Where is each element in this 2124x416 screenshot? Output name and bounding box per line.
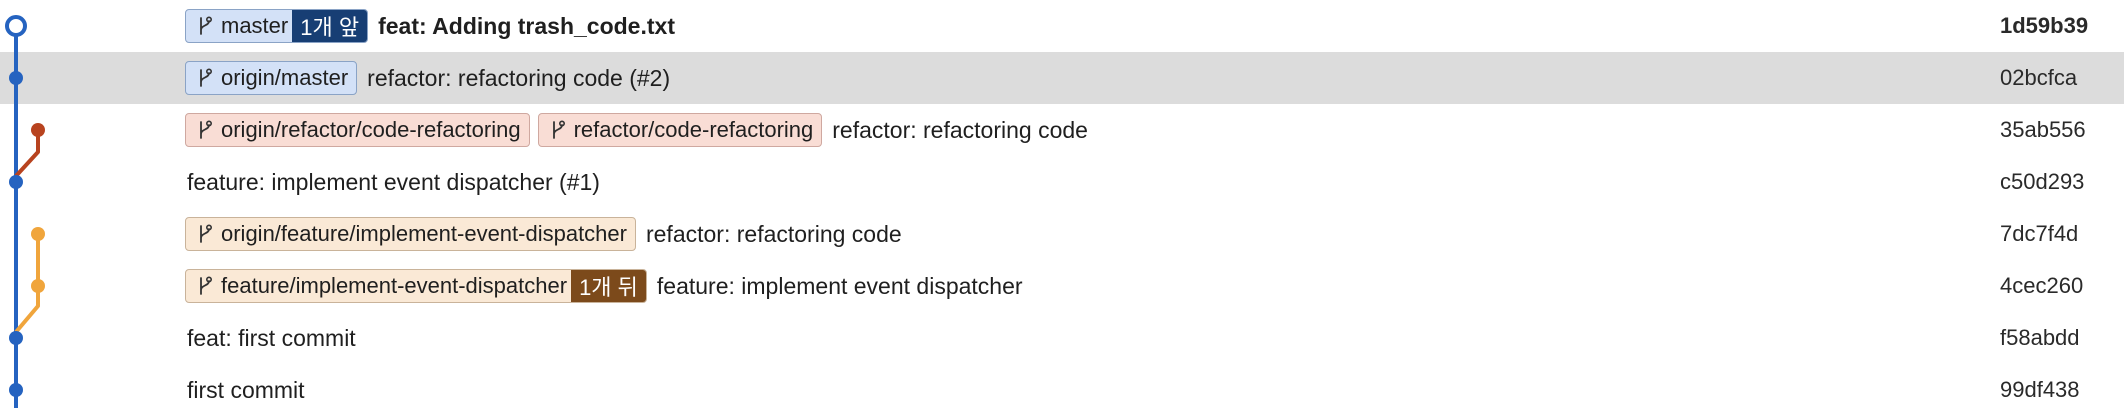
git-branch-icon xyxy=(196,223,214,245)
commit-row[interactable]: origin/feature/implement-event-dispatche… xyxy=(0,208,2124,260)
commit-row-content: origin/master refactor: refactoring code … xyxy=(185,52,670,104)
commit-hash: 02bcfca xyxy=(2000,65,2078,90)
commit-message: feature: implement event dispatcher (#1) xyxy=(187,168,600,195)
git-branch-icon xyxy=(196,15,214,37)
commit-hash: f58abdd xyxy=(2000,325,2080,350)
git-branch-icon xyxy=(196,119,214,141)
commit-hash: 4cec260 xyxy=(2000,273,2084,298)
commit-message: feat: first commit xyxy=(187,324,356,351)
branch-ref[interactable]: origin/master xyxy=(185,61,358,95)
branch-ref-name: master xyxy=(221,13,289,38)
branch-ref-name: feature/implement-event-dispatcher xyxy=(221,273,568,298)
commit-row-content: feature: implement event dispatcher (#1) xyxy=(185,156,600,208)
commit-hash: c50d293 xyxy=(2000,169,2085,194)
commit-row-content: origin/refactor/code-refactoring refactor… xyxy=(185,104,1088,156)
branch-ref-name: origin/master xyxy=(221,65,349,90)
commit-row-content: first commit xyxy=(185,364,305,416)
git-branch-icon xyxy=(549,119,567,141)
commit-hash: 35ab556 xyxy=(2000,117,2086,142)
branch-ref-name: origin/feature/implement-event-dispatche… xyxy=(221,221,627,246)
commit-row-content: feat: first commit xyxy=(185,312,356,364)
commit-row[interactable]: origin/master refactor: refactoring code … xyxy=(0,52,2124,104)
commit-row[interactable]: feat: first commit f58abdd xyxy=(0,312,2124,364)
commit-message: refactor: refactoring code (#2) xyxy=(367,64,671,91)
branch-ref[interactable]: origin/feature/implement-event-dispatche… xyxy=(185,217,636,251)
commit-row[interactable]: feature: implement event dispatcher (#1)… xyxy=(0,156,2124,208)
commit-message: refactor: refactoring code xyxy=(645,220,902,247)
commit-row-content: origin/feature/implement-event-dispatche… xyxy=(185,208,902,260)
commit-message: first commit xyxy=(187,376,305,403)
commit-hash: 99df438 xyxy=(2000,377,2080,402)
commit-hash: 1d59b39 xyxy=(2000,13,2089,38)
commit-row[interactable]: first commit 99df438 xyxy=(0,364,2124,416)
commit-message: feat: Adding trash_code.txt xyxy=(378,12,675,39)
git-branch-icon xyxy=(196,275,214,297)
branch-ref[interactable]: refactor/code-refactoring xyxy=(537,113,823,147)
commit-row[interactable]: origin/refactor/code-refactoring refactor… xyxy=(0,104,2124,156)
git-branch-icon xyxy=(196,67,214,89)
commit-hash: 7dc7f4d xyxy=(2000,221,2079,246)
branch-ref[interactable]: origin/refactor/code-refactoring xyxy=(185,113,530,147)
ahead-behind-badge: 1개 앞 xyxy=(292,10,368,42)
branch-ref-name: refactor/code-refactoring xyxy=(573,117,814,142)
commit-message: refactor: refactoring code xyxy=(832,116,1088,143)
branch-ref-name: origin/refactor/code-refactoring xyxy=(221,117,521,142)
commit-message: feature: implement event dispatcher xyxy=(656,272,1023,299)
ahead-behind-badge: 1개 뒤 xyxy=(571,270,646,302)
